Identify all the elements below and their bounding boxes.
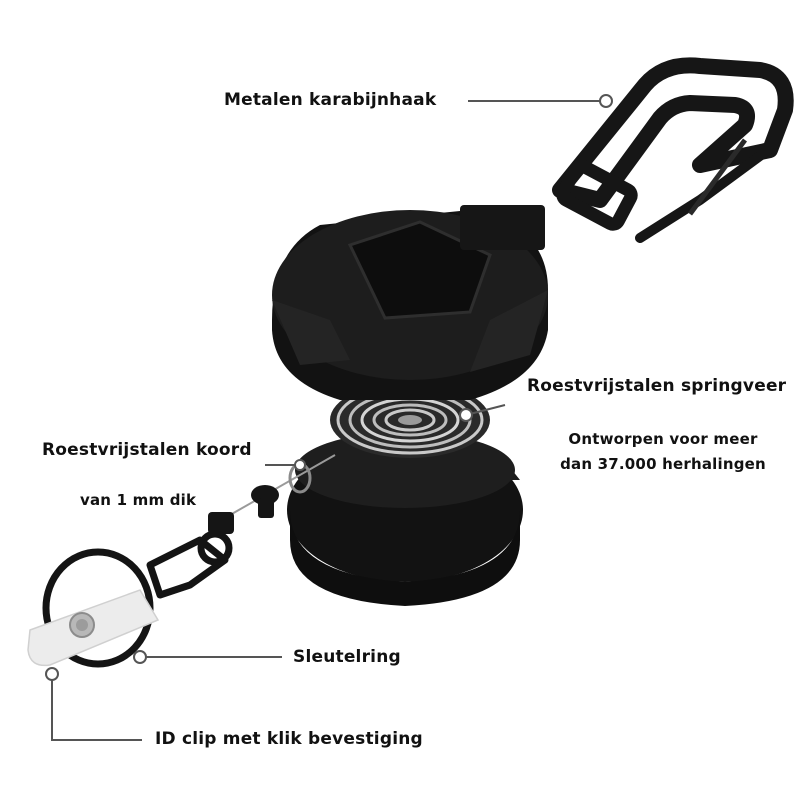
- spring-coil-illustration: [330, 382, 490, 458]
- keyring-label: Sleutelring: [293, 647, 401, 667]
- id-clip-strap-illustration: [27, 589, 160, 667]
- spring-note-line-1: Ontworpen voor meer: [568, 430, 758, 448]
- id-clip-label: ID clip met klik bevestiging: [155, 729, 423, 749]
- upper-casing-illustration: [272, 205, 548, 400]
- leader-lines: [45, 94, 613, 741]
- carabiner-label: Metalen karabijnhaak: [224, 90, 437, 110]
- cord-label: Roestvrijstalen koord: [42, 440, 252, 460]
- lower-casing-illustration: [287, 432, 523, 606]
- spring-label: Roestvrijstalen springveer: [527, 376, 787, 396]
- spring-note-line-2: dan 37.000 herhalingen: [560, 455, 766, 473]
- carabiner-illustration: [552, 57, 794, 243]
- cord-note: van 1 mm dik: [80, 491, 197, 509]
